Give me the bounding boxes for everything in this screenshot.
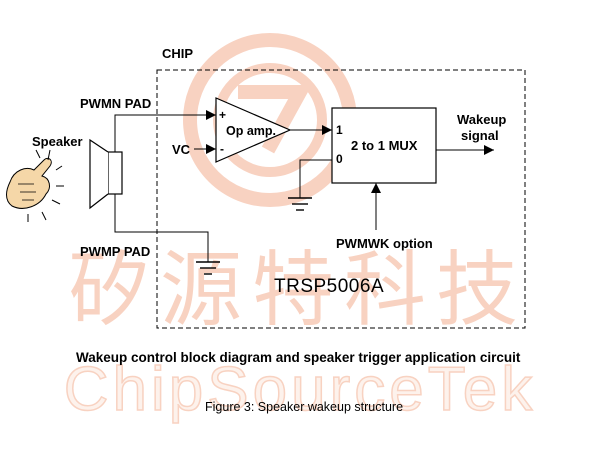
pwmn-pad-label: PWMN PAD — [80, 96, 151, 111]
pwmn-wire — [114, 114, 216, 152]
watermark-logo — [183, 33, 357, 207]
mux-in1-arrowhead — [322, 125, 332, 135]
opamp-label: Op amp. — [226, 124, 276, 138]
opamp-minus: - — [220, 142, 224, 156]
ground-symbol-pwmp — [196, 261, 220, 275]
speaker-label: Speaker — [32, 134, 83, 149]
wakeup-arrowhead — [484, 145, 494, 155]
wakeup-label-line2: signal — [461, 128, 499, 143]
pwmp-pad-label: PWMP PAD — [80, 244, 150, 259]
mux-input-0-label: 0 — [336, 152, 343, 166]
chip-label: CHIP — [162, 46, 193, 61]
vc-arrowhead — [206, 144, 216, 154]
opamp-plus: + — [219, 108, 226, 122]
opamp-triangle — [215, 97, 292, 163]
pwmn-arrowhead — [206, 110, 216, 120]
mux-input-1-label: 1 — [336, 123, 343, 137]
part-number: TRSP5006A — [274, 276, 384, 297]
ground-symbol-mux — [288, 197, 312, 211]
vc-label: VC — [172, 142, 191, 157]
chip-boundary — [156, 69, 526, 329]
mux-label: 2 to 1 MUX — [351, 138, 418, 153]
speaker-icon — [89, 138, 123, 210]
watermark-latin: ChipSourceTek — [64, 355, 536, 424]
diagram-title: Wakeup control block diagram and speaker… — [76, 350, 521, 365]
pwmwk-option-label: PWMWK option — [336, 236, 433, 251]
watermark: 矽源特科技 ChipSourceTek — [63, 33, 536, 425]
watermark-chinese: 矽源特科技 — [68, 245, 528, 336]
pwmwk-arrowhead — [371, 183, 381, 193]
mux-box — [331, 107, 437, 184]
pwmp-wire — [114, 194, 209, 262]
figure-caption: Figure 3: Speaker wakeup structure — [205, 400, 403, 414]
hand-icon — [6, 149, 64, 222]
wakeup-label-line1: Wakeup — [457, 112, 506, 127]
mux-in0-wire — [299, 159, 332, 198]
